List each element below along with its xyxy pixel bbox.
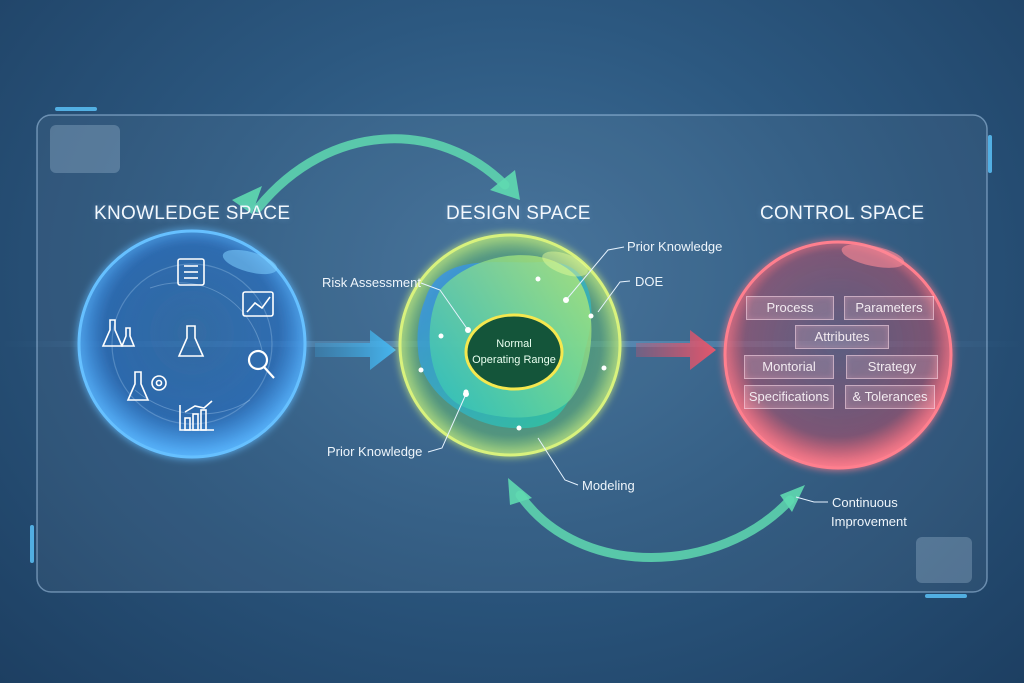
- panel-accent: [55, 107, 97, 111]
- magnifier-icon: [247, 349, 275, 379]
- control-tag-parameters: Parameters: [844, 296, 934, 320]
- flask-gear-icon: [126, 371, 167, 401]
- bar-chart-icon: [179, 400, 214, 431]
- control-tag-strategy: Strategy: [846, 355, 938, 379]
- callout-prior-knowledge-bottom: Prior Knowledge: [327, 444, 423, 459]
- control-tag-specifications: Specifications: [744, 385, 834, 409]
- panel-corner-tile: [916, 537, 972, 583]
- cycle-arrow-bottom: [515, 490, 795, 562]
- callout-risk-assessment: Risk Assessment: [322, 275, 421, 290]
- control-tag-tolerances: & Tolerances: [845, 385, 935, 409]
- continuous-improvement-line-1: Continuous: [832, 495, 898, 510]
- cycle-arrow-bottom-head-left: [508, 478, 532, 505]
- chart-analysis-icon: [242, 291, 274, 317]
- callout-leaders: [420, 246, 828, 503]
- flask-pair-icon: [101, 319, 136, 347]
- flow-arrow-knowledge-to-design: [315, 330, 396, 370]
- normal-operating-range-oval: [464, 313, 564, 391]
- control-sphere: [723, 240, 953, 470]
- callout-modeling: Modeling: [582, 478, 635, 493]
- normal-operating-range-label: Normal Operating Range: [466, 336, 562, 368]
- flow-arrow-design-to-control: [636, 330, 716, 370]
- callout-dot: [465, 327, 471, 333]
- design-space-title: DESIGN SPACE: [446, 203, 591, 224]
- panel-accent: [988, 135, 992, 173]
- callout-dot: [463, 391, 469, 397]
- panel-accent: [30, 525, 34, 563]
- control-space-title: CONTROL SPACE: [760, 203, 925, 224]
- callout-doe: DOE: [635, 274, 664, 289]
- continuous-improvement-line-2: Improvement: [831, 514, 907, 529]
- cycle-arrow-top-head-right: [490, 170, 520, 200]
- callout-prior-knowledge-top: Prior Knowledge: [627, 239, 723, 254]
- cycle-arrow-top-head-left: [232, 186, 262, 214]
- knowledge-sphere: [77, 229, 307, 459]
- control-tag-attributes: Attributes: [795, 325, 889, 349]
- panel-corner-tile: [50, 125, 120, 173]
- panel-accent: [925, 594, 967, 598]
- knowledge-space-title: KNOWLEDGE SPACE: [94, 203, 291, 224]
- cycle-arrow-top: [253, 134, 510, 213]
- callout-dot: [563, 297, 569, 303]
- nor-line-2: Operating Range: [472, 354, 556, 366]
- control-tag-process: Process: [746, 296, 834, 320]
- nor-line-1: Normal: [496, 338, 532, 350]
- document-list-icon: [177, 258, 205, 286]
- cycle-arrow-bottom-head-right: [780, 485, 805, 512]
- design-sphere: [398, 233, 622, 457]
- control-tag-montorial: Montorial: [744, 355, 834, 379]
- beaker-icon: [177, 325, 205, 357]
